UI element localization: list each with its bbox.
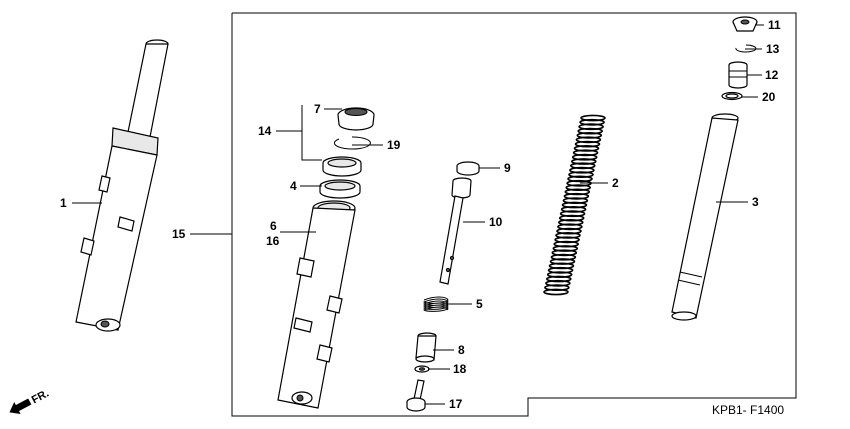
callout-18: 18 bbox=[453, 362, 467, 376]
part-fork-slider[interactable] bbox=[277, 200, 356, 409]
part-washer[interactable] bbox=[414, 365, 430, 373]
spring-coil bbox=[554, 236, 580, 244]
part-fork-pipe[interactable] bbox=[671, 113, 739, 321]
spring-coil bbox=[571, 153, 598, 161]
callout-7: 7 bbox=[314, 102, 321, 116]
callout-17: 17 bbox=[449, 397, 463, 411]
spring-coil bbox=[550, 253, 577, 261]
callout-2: 2 bbox=[612, 176, 619, 190]
spring-coil bbox=[560, 205, 587, 213]
callout-15: 15 bbox=[172, 227, 186, 241]
spring-coil bbox=[547, 266, 574, 274]
part-rebound-spring[interactable] bbox=[423, 296, 449, 312]
spring-coil bbox=[543, 288, 569, 296]
spring-coil bbox=[545, 279, 571, 287]
spring-coil bbox=[565, 184, 592, 191]
spring-coil bbox=[575, 136, 602, 144]
part-piston-ring[interactable] bbox=[456, 161, 480, 176]
direction-label: FR. bbox=[30, 388, 51, 407]
spring-coil bbox=[556, 227, 582, 235]
part-fork-spring[interactable] bbox=[543, 114, 606, 296]
callout-11: 11 bbox=[768, 18, 781, 32]
part-socket-bolt[interactable] bbox=[406, 379, 426, 412]
spring-coil bbox=[563, 192, 590, 200]
part-bushing-upper[interactable] bbox=[322, 156, 362, 177]
part-fork-assembly[interactable] bbox=[75, 39, 169, 332]
spring-coil bbox=[545, 275, 572, 283]
arrow-icon bbox=[9, 398, 32, 415]
callout-20: 20 bbox=[762, 90, 776, 104]
callout-1: 1 bbox=[60, 196, 67, 210]
callout-14: 14 bbox=[258, 124, 272, 138]
part-collar[interactable] bbox=[415, 332, 437, 363]
part-o-ring[interactable] bbox=[721, 91, 743, 101]
part-damper-rod[interactable] bbox=[439, 177, 472, 285]
spring-coil bbox=[570, 158, 597, 165]
spring-coil bbox=[557, 223, 583, 231]
callout-9: 9 bbox=[504, 161, 511, 175]
spring-coil bbox=[558, 214, 585, 222]
spring-coil bbox=[580, 114, 606, 122]
callout-16: 16 bbox=[266, 234, 280, 248]
callout-10: 10 bbox=[489, 215, 503, 229]
part-oil-seal[interactable] bbox=[337, 107, 375, 131]
part-circlip[interactable] bbox=[735, 44, 757, 53]
spring-coil bbox=[568, 171, 594, 178]
front-direction-arrow: FR. bbox=[9, 388, 51, 415]
spring-coil bbox=[577, 127, 604, 135]
callout-12: 12 bbox=[765, 68, 779, 82]
part-fork-cap[interactable] bbox=[732, 16, 758, 32]
part-bushing[interactable] bbox=[319, 179, 361, 199]
diagram-code: KPB1- F1400 bbox=[712, 403, 784, 417]
assembly-boundary bbox=[231, 12, 797, 417]
part-clip[interactable] bbox=[333, 136, 371, 150]
callout-8: 8 bbox=[458, 343, 465, 357]
leader-lines bbox=[72, 24, 764, 405]
callout-4: 4 bbox=[290, 179, 297, 193]
spring-coil bbox=[552, 245, 579, 252]
callout-19: 19 bbox=[387, 138, 401, 152]
callout-13: 13 bbox=[766, 42, 780, 56]
callout-3: 3 bbox=[752, 195, 759, 209]
callout-5: 5 bbox=[476, 297, 483, 311]
callout-6: 6 bbox=[270, 219, 277, 233]
spring-coil bbox=[574, 140, 601, 148]
part-spring-collar[interactable] bbox=[728, 61, 748, 89]
